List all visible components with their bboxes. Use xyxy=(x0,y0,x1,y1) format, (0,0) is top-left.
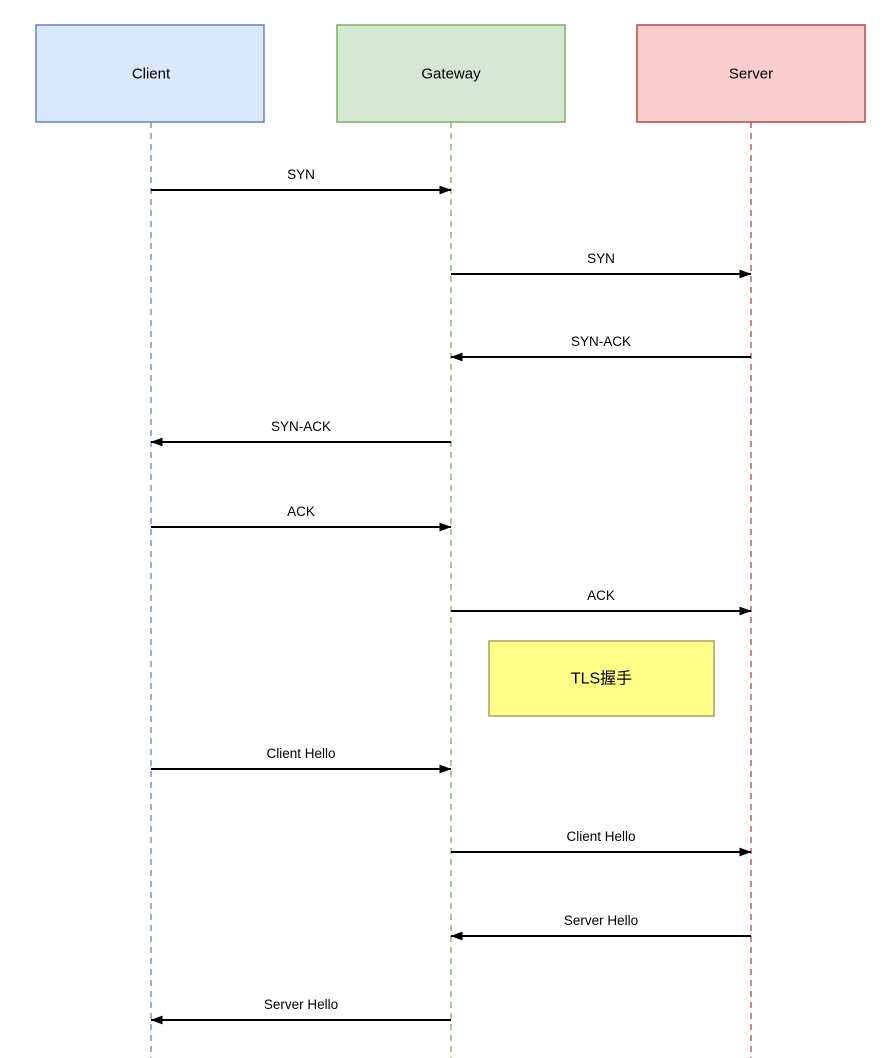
message-label-msg-10: Server Hello xyxy=(264,997,338,1012)
participant-gateway[interactable]: Gateway xyxy=(336,24,566,123)
message-msg-4[interactable]: SYN-ACK xyxy=(150,419,451,447)
note-label-tls-handshake: TLS握手 xyxy=(571,670,632,688)
message-msg-3[interactable]: SYN-ACK xyxy=(450,334,751,362)
message-label-msg-1: SYN xyxy=(287,167,315,182)
note-note-tls[interactable]: TLS握手 xyxy=(488,640,715,717)
message-label-msg-5: ACK xyxy=(287,504,315,519)
message-label-msg-6: ACK xyxy=(587,588,615,603)
message-msg-7[interactable]: Client Hello xyxy=(151,746,452,774)
message-msg-6[interactable]: ACK xyxy=(451,588,752,616)
notes-group: TLS握手 xyxy=(488,640,715,717)
lifelines-group xyxy=(150,122,752,1058)
participant-client[interactable]: Client xyxy=(35,24,265,123)
message-label-msg-7: Client Hello xyxy=(266,746,335,761)
participant-label-server: Server xyxy=(729,65,773,82)
message-label-msg-2: SYN xyxy=(587,251,615,266)
note-box-tls-handshake[interactable] xyxy=(488,640,715,717)
message-msg-1[interactable]: SYN xyxy=(151,167,452,195)
participants-group: Client Gateway Server xyxy=(35,24,866,123)
message-label-msg-3: SYN-ACK xyxy=(571,334,631,349)
message-msg-8[interactable]: Client Hello xyxy=(451,829,752,857)
participant-box-client[interactable] xyxy=(35,24,265,123)
message-label-msg-8: Client Hello xyxy=(566,829,635,844)
participant-label-client: Client xyxy=(132,65,171,82)
participant-server[interactable]: Server xyxy=(636,24,866,123)
message-msg-9[interactable]: Server Hello xyxy=(450,913,751,941)
message-msg-2[interactable]: SYN xyxy=(451,251,752,279)
message-label-msg-9: Server Hello xyxy=(564,913,638,928)
participant-label-gateway: Gateway xyxy=(421,65,481,82)
participant-box-server[interactable] xyxy=(636,24,866,123)
message-msg-5[interactable]: ACK xyxy=(151,504,452,532)
message-msg-10[interactable]: Server Hello xyxy=(150,997,451,1025)
participant-box-gateway[interactable] xyxy=(336,24,566,123)
message-label-msg-4: SYN-ACK xyxy=(271,419,331,434)
